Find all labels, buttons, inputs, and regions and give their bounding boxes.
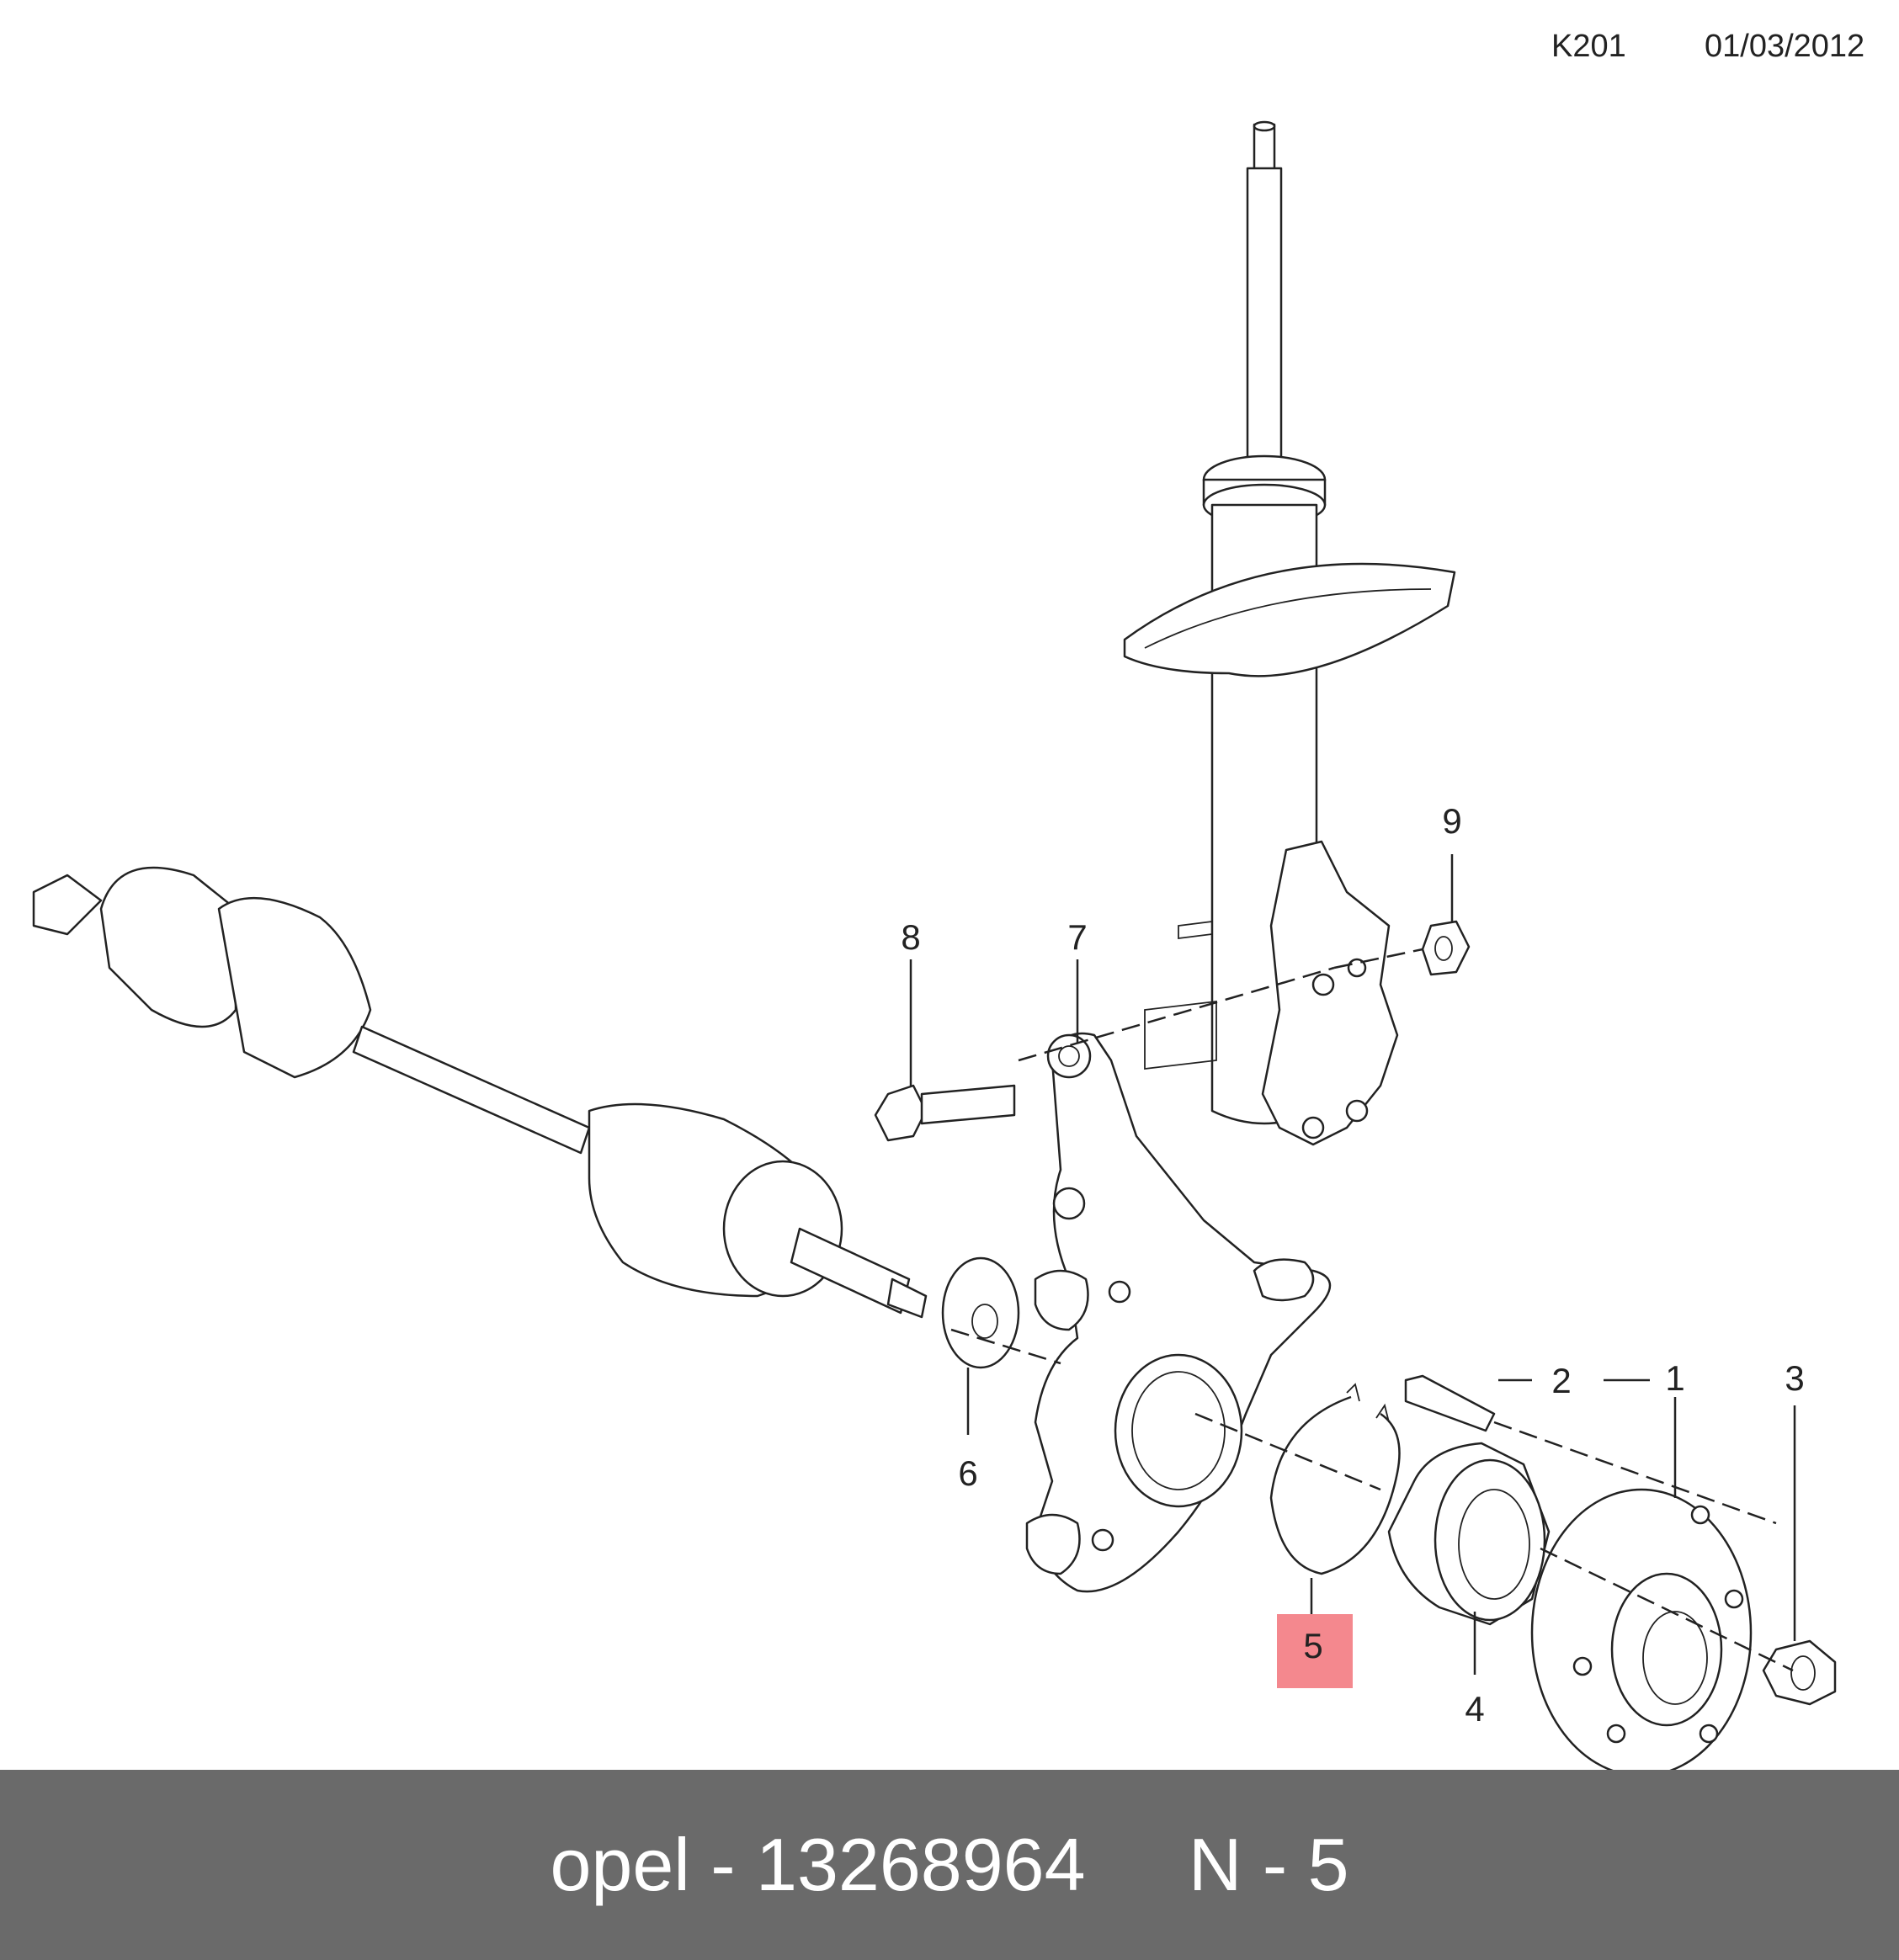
drive-shaft [32,866,928,1319]
callout-5[interactable]: 5 [1303,1626,1322,1665]
axis-line-9 [1333,948,1423,969]
brand-name: opel [550,1823,690,1906]
bearing-4 [1387,1442,1551,1626]
callout-4[interactable]: 4 [1465,1689,1484,1729]
leader-1 [1604,1378,1677,1498]
diagram-date: 01/03/2012 [1705,29,1865,64]
callout-3[interactable]: 3 [1785,1358,1804,1398]
nut-3 [1762,1639,1837,1706]
axis-line-6 [950,1328,1061,1365]
bolt-8 [874,1084,1016,1142]
footer-separator: - [689,1823,757,1906]
shield-6 [941,1256,1020,1369]
stud-2 [1404,1374,1496,1432]
nut-9 [1421,920,1471,976]
part-number: 13268964 [756,1823,1086,1906]
diagram-code: K201 [1551,29,1626,64]
snap-ring-5 [1269,1383,1401,1575]
footer-gap [1086,1822,1189,1908]
position-number: 5 [1307,1823,1349,1906]
axis-line-2 [1493,1421,1777,1525]
callout-9[interactable]: 9 [1442,801,1461,841]
callout-5-highlight [1277,1614,1353,1688]
callout-8[interactable]: 8 [901,917,920,957]
callout-1[interactable]: 1 [1665,1358,1684,1398]
steering-knuckle [1025,1032,1332,1593]
axis-line-7 [1018,966,1335,1062]
position-label: N [1188,1823,1242,1906]
part-info-footer: opel - 13268964 N - 5 [0,1770,1899,1960]
callout-2[interactable]: 2 [1551,1361,1571,1400]
hub-1 [1530,1488,1753,1770]
footer-separator-2: - [1242,1823,1308,1906]
axis-line-4 [1540,1547,1794,1672]
strut-assembly [1123,120,1456,1146]
callout-6[interactable]: 6 [958,1453,977,1493]
suspension-exploded-view: 8 7 9 6 5 4 2 1 3 [32,120,1837,1770]
callout-7[interactable]: 7 [1067,917,1087,957]
axis-line-5 [1194,1412,1381,1491]
